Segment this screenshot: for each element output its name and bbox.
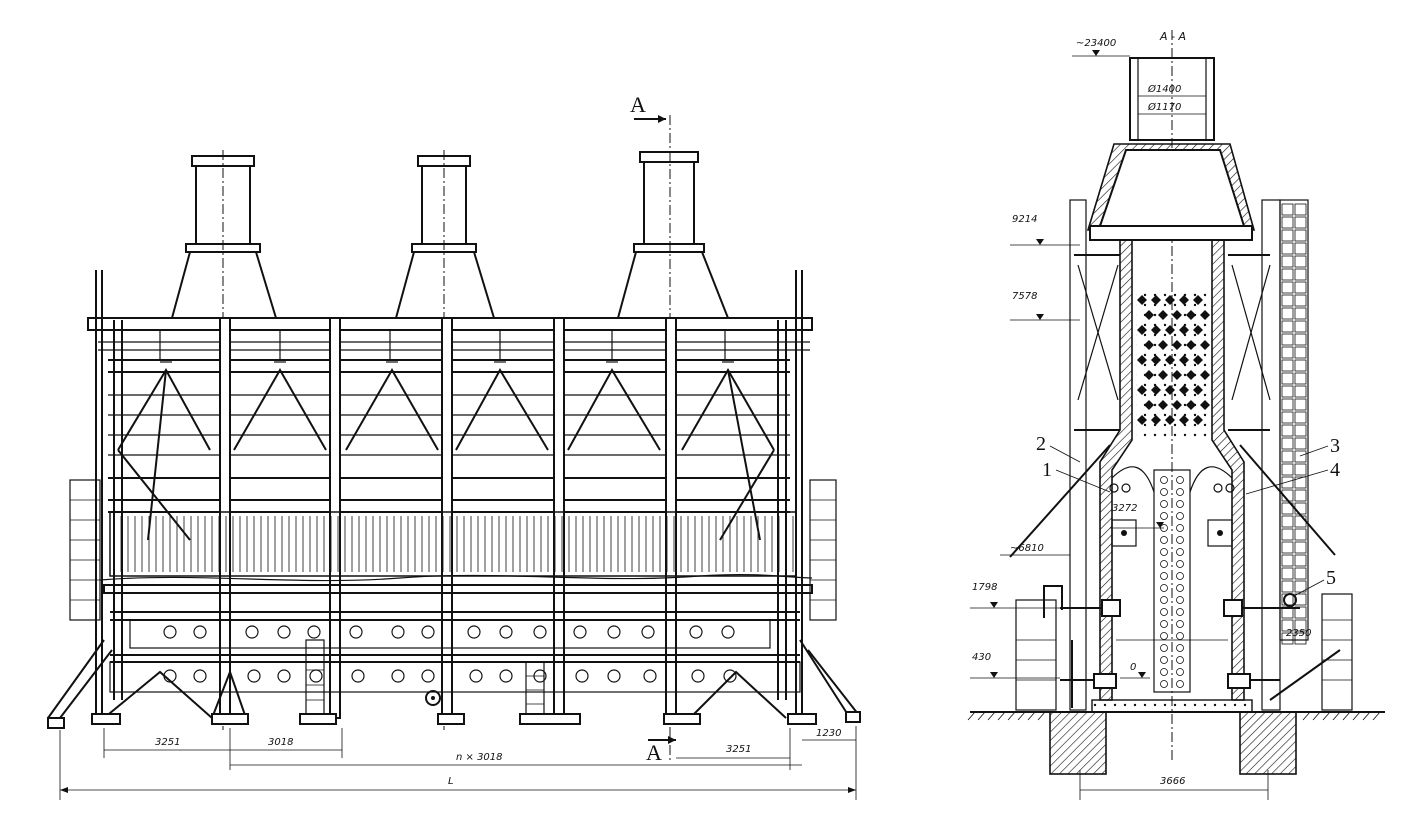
front-dimensions: 3251 3018 n × 3018 3251 1230 L [59,726,857,800]
callout-2: 2 [1036,433,1046,455]
section-base: 3666 2350 [967,628,1385,800]
dim-3666: 3666 [1160,776,1185,787]
svg-text:7578: 7578 [1012,291,1037,302]
chimneys [170,115,730,760]
tube-bank [99,511,813,582]
front-view: A A 3251 3018 n × 3018 3251 1230 [47,92,861,800]
callout-5: 5 [1326,567,1336,589]
support-legs [47,639,861,729]
chimney-1 [170,150,278,730]
columns [159,317,726,719]
callout-1: 1 [1042,459,1052,481]
section-title: A - A [1159,30,1186,43]
callout-3: 3 [1330,435,1340,457]
section-frame [1009,199,1336,711]
chimney-3 [616,115,730,760]
svg-text:A: A [646,740,662,765]
dim-d1400: Ø1400 [1147,83,1181,95]
svg-text:3272: 3272 [1112,503,1137,514]
section-piping [1015,585,1353,711]
svg-text:9214: 9214 [1012,214,1037,225]
dim-2350: 2350 [1286,628,1311,639]
svg-text:A: A [630,92,646,117]
dim-n-3018: n × 3018 [456,752,503,763]
callout-4: 4 [1330,459,1340,481]
bracing [117,361,775,541]
dim-d1170: Ø1170 [1147,101,1181,113]
section-mark-bottom: A [646,736,676,765]
section-view: A - A Ø1400 Ø1170 ~23400 9214 7578 [967,30,1385,800]
callouts: 2 1 3 4 5 [1036,433,1340,597]
section-chimney: Ø1400 Ø1170 [1086,30,1256,760]
svg-text:1798: 1798 [972,582,997,593]
lower-header [103,584,813,706]
dim-L: L [448,776,454,787]
ladders [305,639,545,719]
dim-3018: 3018 [268,737,293,748]
dim-3251-left: 3251 [155,737,180,748]
svg-text:~6810: ~6810 [1010,543,1044,554]
svg-text:430: 430 [972,652,991,663]
svg-text:0: 0 [1130,662,1136,673]
section-mark-top: A [630,92,666,123]
dim-1230: 1230 [816,728,841,739]
svg-text:~23400: ~23400 [1076,38,1116,49]
dim-3251-right: 3251 [726,744,751,755]
